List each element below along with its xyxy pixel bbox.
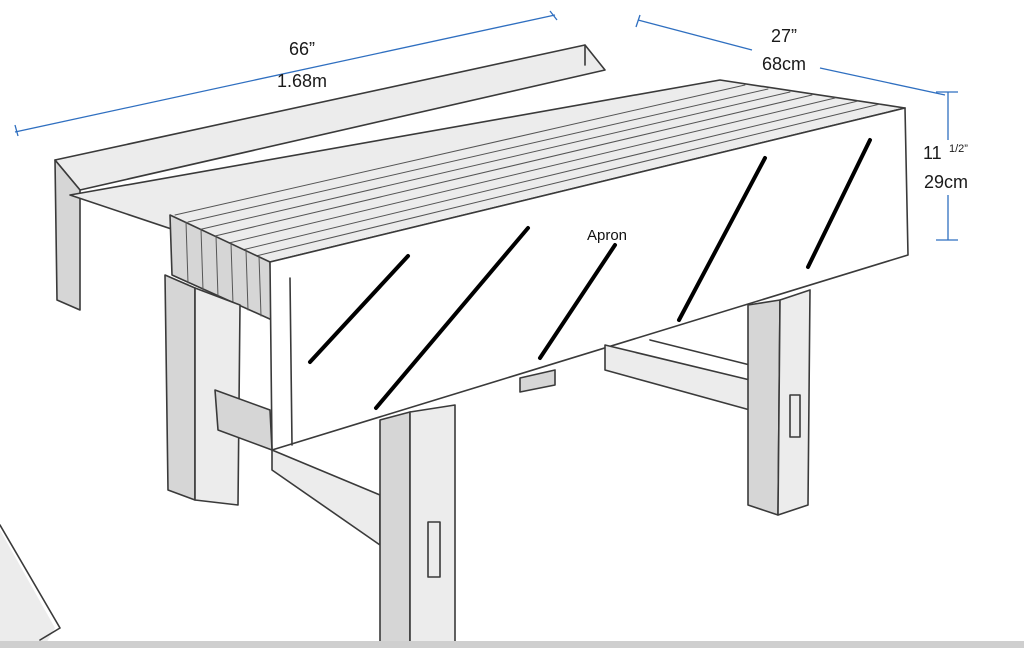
dimension-line-height	[936, 91, 958, 241]
apron	[269, 107, 909, 451]
bottom-edge-bar	[0, 641, 1024, 648]
tenon-block	[519, 369, 556, 393]
partial-object	[0, 524, 61, 645]
stretcher-rear	[604, 339, 751, 411]
dimension-line-length	[14, 10, 558, 137]
width-metric: 68cm	[762, 54, 806, 74]
bench-top	[69, 79, 906, 263]
leg-front-left	[164, 274, 241, 506]
dimension-line-width	[635, 14, 946, 96]
apron-hatch-marks	[308, 138, 872, 410]
length-metric: 1.68m	[277, 71, 327, 91]
apron-label: Apron	[587, 227, 627, 244]
height-metric: 29cm	[924, 172, 968, 192]
back-rail	[54, 44, 606, 311]
height-imperial-whole: 11	[923, 143, 942, 163]
length-imperial: 66”	[289, 39, 315, 59]
leg-front-center	[379, 404, 456, 649]
stretcher-left	[214, 389, 381, 546]
height-imperial-fraction: 1/2”	[949, 143, 968, 155]
leg-front-right	[747, 289, 811, 516]
width-imperial: 27”	[771, 26, 797, 46]
